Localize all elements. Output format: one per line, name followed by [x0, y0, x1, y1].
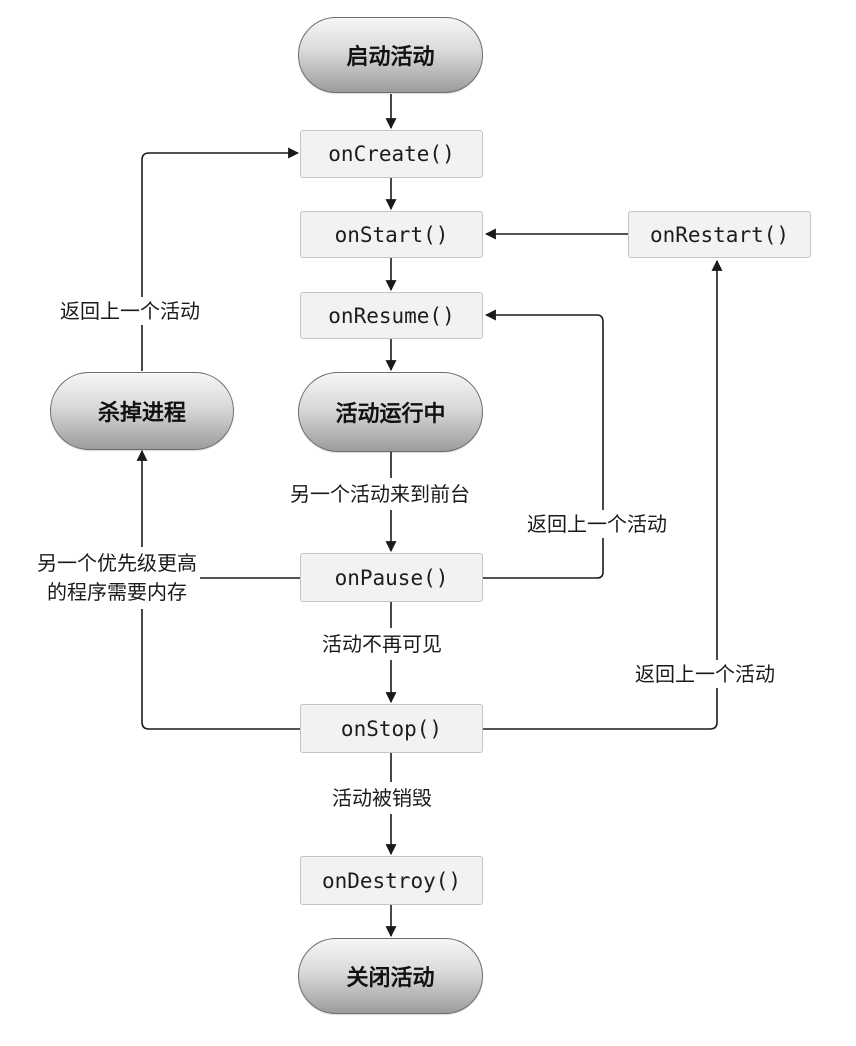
start-activity-text: 启动活动 — [346, 45, 435, 70]
onrestart-box: onRestart() — [628, 211, 811, 258]
arrow-onstop-to-kill — [136, 449, 300, 730]
oncreate-text: onCreate() — [328, 142, 455, 166]
ondestroy-text: onDestroy() — [321, 868, 462, 893]
onstart-box: onStart() — [300, 211, 483, 258]
label-higher-priority-line1: 另一个优先级更高 — [37, 551, 197, 575]
label-another-to-front: 另一个活动来到前台 — [290, 480, 470, 508]
arrow-onpause-to-onresume — [483, 309, 604, 579]
label-destroyed: 活动被销毁 — [332, 784, 432, 812]
label-back-to-activity-right: 返回上一个活动 — [633, 660, 777, 688]
ondestroy-box: onDestroy() — [300, 856, 483, 905]
onresume-text: onResume() — [328, 303, 455, 328]
onstop-box: onStop() — [300, 704, 483, 753]
activity-running-text: 活动运行中 — [335, 402, 446, 427]
kill-process-node: 杀掉进程 — [50, 372, 234, 450]
label-back-to-activity-mid: 返回上一个活动 — [525, 510, 669, 538]
onpause-box: onPause() — [300, 553, 483, 602]
onstart-text: onStart() — [334, 222, 449, 247]
label-not-visible: 活动不再可见 — [322, 630, 442, 658]
oncreate-box: onCreate() — [300, 130, 483, 178]
onpause-text: onPause() — [334, 565, 449, 590]
onresume-box: onResume() — [300, 292, 483, 339]
onstop-text: onStop() — [340, 716, 443, 741]
start-activity-node: 启动活动 — [298, 17, 483, 93]
arrow-onstop-to-onrestart — [483, 259, 723, 730]
onrestart-text: onRestart() — [649, 222, 790, 247]
activity-running-node: 活动运行中 — [298, 372, 483, 452]
label-higher-priority-line2: 的程序需要内存 — [47, 580, 187, 604]
label-higher-priority-memory: 另一个优先级更高 的程序需要内存 — [34, 547, 200, 609]
shutdown-activity-text: 关闭活动 — [346, 966, 435, 991]
label-back-to-activity-left: 返回上一个活动 — [58, 297, 202, 325]
arrow-kill-to-oncreate — [141, 147, 300, 371]
kill-process-text: 杀掉进程 — [97, 401, 186, 426]
shutdown-activity-node: 关闭活动 — [298, 938, 483, 1014]
